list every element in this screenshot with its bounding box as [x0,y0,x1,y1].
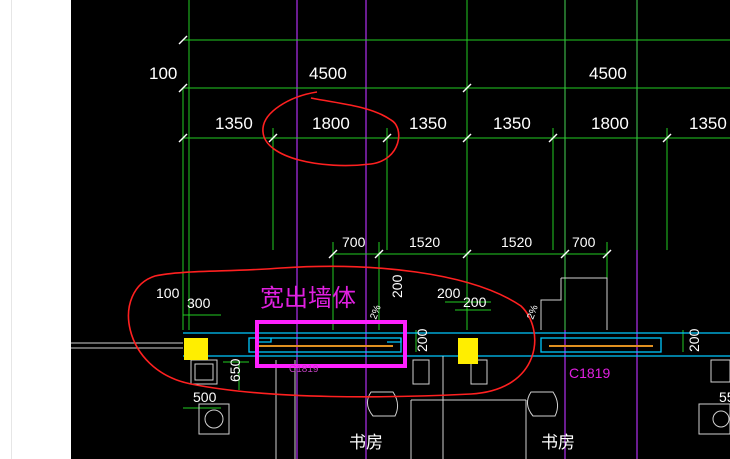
dimension-texts: 100 4500 4500 1350 1800 1350 1350 1800 1… [149,64,730,405]
dim-row2-5: 1350 [689,114,727,133]
dim-vert-1: 650 [227,358,243,382]
dim-vert-0: 200 [389,274,405,298]
dim-row4-0: 100 [156,285,180,301]
dim-row2-2: 1350 [409,114,447,133]
cad-canvas[interactable]: 100 4500 4500 1350 1800 1350 1350 1800 1… [71,0,730,459]
dim-row3-1: 1520 [409,234,440,250]
dim-lower-1: 55 [719,389,730,405]
dim-vert-2: 200 [414,328,430,352]
window-tag-0: C1819 [289,364,319,375]
dim-row3-0: 700 [342,234,366,250]
wide-wall-annotation: 宽出墙体 [260,284,356,312]
walls [183,332,730,357]
markup-circles [127,91,536,398]
dim-row4-3: 200 [463,294,487,310]
dimension-lines [182,0,730,409]
left-margin-divider [11,0,12,459]
dim-vert-3: 200 [686,328,702,352]
dim-row2-3: 1350 [493,114,531,133]
dim-lower-0: 500 [193,389,217,405]
room-label-1: 书房 [541,433,575,453]
dim-row4-1: 300 [187,295,211,311]
dim-row1-0: 100 [149,64,177,83]
dim-row3-3: 700 [572,234,596,250]
window-tag-1: C1819 [569,365,610,381]
room-label-0: 书房 [349,433,383,453]
dim-row2-1: 1800 [312,114,350,133]
cad-drawing: 100 4500 4500 1350 1800 1350 1350 1800 1… [71,0,730,459]
dim-row3-2: 1520 [501,234,532,250]
dim-row1-1: 4500 [309,64,347,83]
plan-details [71,277,730,459]
slope-label-1: 2% [525,304,540,321]
highlight-box [255,320,407,368]
dim-row2-4: 1800 [591,114,629,133]
dim-row1-2: 4500 [589,64,627,83]
dimension-ticks [178,35,672,259]
slope-label-0: 2% [368,304,383,321]
dim-row2-0: 1350 [215,114,253,133]
dim-row4-2: 200 [437,285,461,301]
columns [184,338,478,364]
